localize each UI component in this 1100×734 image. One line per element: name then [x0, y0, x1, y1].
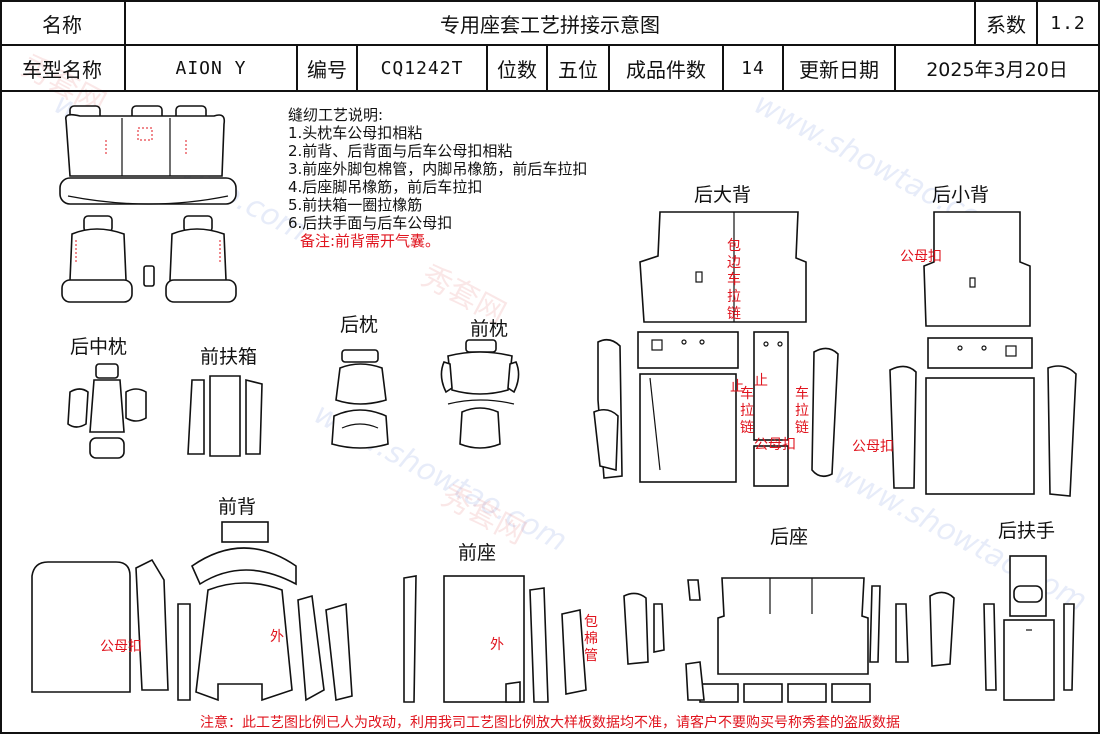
notes-remark: 备注:前背需开气囊。: [300, 232, 441, 250]
note-item: 2.前背、后背面与后车公母扣相粘: [288, 142, 513, 160]
front-headrest-pattern: [440, 339, 520, 449]
note-item: 5.前扶箱一圈拉橡筋: [288, 196, 423, 214]
section-rear-seat: 后座: [770, 526, 809, 548]
code-value: CQ1242T: [380, 57, 464, 79]
sewing-notes: 缝纫工艺说明: 1.头枕车公母扣相粘 2.前背、后背面与后车公母扣相粘 3.前座…: [288, 106, 587, 250]
section-front-armbox: 前扶箱: [200, 346, 258, 368]
rear-seat-pattern: [623, 577, 955, 703]
front-back-pattern: [31, 521, 353, 702]
section-front-seat: 前座: [458, 542, 497, 564]
annotation-outer: 外: [490, 637, 504, 653]
annotation-snap: 公母扣: [754, 437, 796, 453]
factor-label: 系数: [986, 12, 1026, 37]
notes-title: 缝纫工艺说明:: [288, 106, 384, 124]
footer-warning: 注意：此工艺图比例已人为改动，利用我司工艺图比例放大样板数据均不准，请客户不要购…: [200, 715, 900, 731]
note-item: 1.头枕车公母扣相粘: [288, 124, 423, 142]
annotation-snap: 公母扣: [852, 439, 894, 455]
rear-bench-thumbnail: [59, 105, 237, 205]
rear-large-back-pattern: [593, 211, 839, 487]
pieces-value: 14: [741, 57, 765, 79]
annotation-foam-tube: 包棉管: [584, 614, 598, 664]
section-rear-armrest: 后扶手: [998, 520, 1056, 542]
factor-value: 1.2: [1050, 12, 1086, 34]
section-front-headrest: 前枕: [470, 318, 509, 340]
section-front-back: 前背: [218, 496, 257, 518]
rear-headrest-pattern: [331, 349, 389, 449]
front-seats-thumbnail: [61, 215, 237, 303]
annotation-zip: 车拉链: [795, 386, 809, 436]
annotation-snap: 公母扣: [100, 639, 142, 655]
annotation-snap: 公母扣: [900, 249, 942, 265]
annotation-outer: 外: [270, 629, 284, 645]
note-item: 6.后扶手面与后车公母扣: [288, 214, 453, 232]
rear-armrest-pattern: [983, 555, 1075, 701]
update-value: 2025年3月20日: [926, 58, 1068, 81]
annotation-stop: 止: [730, 379, 744, 395]
name-label: 名称: [42, 12, 82, 37]
pieces-label: 成品件数: [626, 57, 706, 82]
rear-middle-headrest-pattern: [67, 363, 147, 459]
annotation-zip: 车拉链: [740, 386, 754, 436]
front-seat-pattern: [403, 575, 587, 703]
document-title: 专用座套工艺拼接示意图: [440, 12, 660, 37]
model-value: AION Y: [175, 57, 247, 79]
front-armbox-pattern: [187, 375, 263, 457]
section-rear-headrest: 后枕: [340, 314, 379, 336]
note-item: 3.前座外脚包棉管，内脚吊橡筋，前后车拉扣: [288, 160, 588, 178]
update-label: 更新日期: [799, 57, 879, 82]
model-label: 车型名称: [22, 57, 102, 82]
annotation-stop: 止: [754, 373, 768, 389]
section-rear-back-small: 后小背: [932, 184, 990, 206]
note-item: 4.后座脚吊橡筋，前后车拉扣: [288, 178, 483, 196]
annotation-edge-zip: 包边车拉链: [727, 238, 741, 322]
seats-value: 五位: [558, 57, 598, 82]
section-rear-middle-headrest: 后中枕: [70, 336, 128, 358]
rear-small-back-pattern: [889, 211, 1077, 497]
section-rear-back-large: 后大背: [694, 184, 752, 206]
seats-label: 位数: [497, 57, 537, 82]
code-label: 编号: [307, 57, 347, 82]
